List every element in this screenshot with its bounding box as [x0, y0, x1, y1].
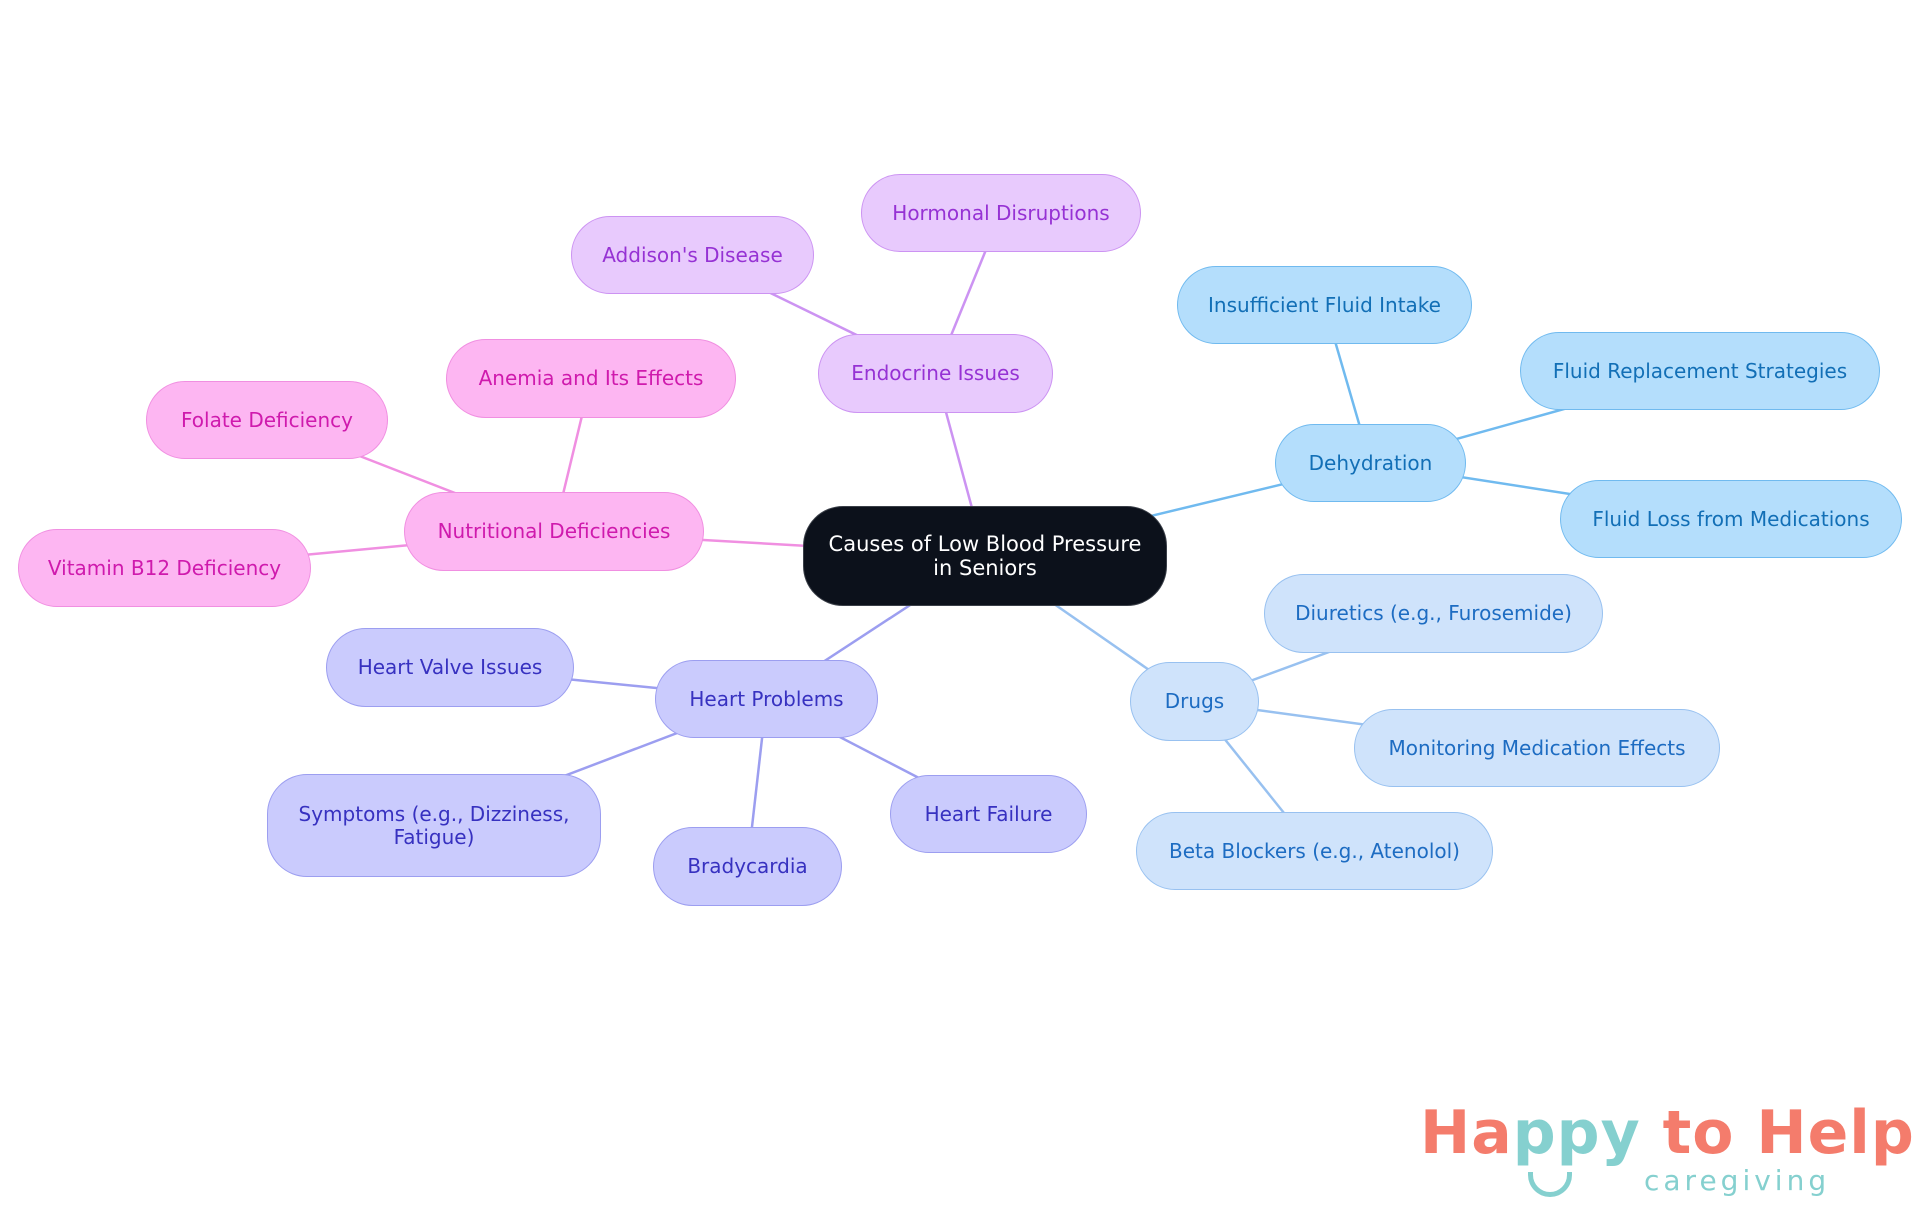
leaf-node[interactable]: Bradycardia	[653, 827, 842, 906]
leaf-node[interactable]: Insufficient Fluid Intake	[1177, 266, 1472, 344]
branch-node[interactable]: Nutritional Deficiencies	[404, 492, 704, 571]
happy-to-help-logo: Happy to Help caregiving	[1420, 1098, 1914, 1208]
branch-node[interactable]: Endocrine Issues	[818, 334, 1053, 413]
leaf-node[interactable]: Hormonal Disruptions	[861, 174, 1141, 252]
leaf-node[interactable]: Monitoring Medication Effects	[1354, 709, 1720, 787]
logo-text: ppy	[1512, 1098, 1641, 1168]
smile-icon	[1528, 1172, 1572, 1197]
leaf-node[interactable]: Beta Blockers (e.g., Atenolol)	[1136, 812, 1493, 890]
logo-text: Ha	[1420, 1098, 1513, 1168]
leaf-node[interactable]: Folate Deficiency	[146, 381, 388, 459]
leaf-node[interactable]: Heart Failure	[890, 775, 1087, 853]
branch-node[interactable]: Heart Problems	[655, 660, 878, 738]
leaf-node[interactable]: Diuretics (e.g., Furosemide)	[1264, 574, 1603, 653]
leaf-node[interactable]: Addison's Disease	[571, 216, 814, 294]
leaf-node[interactable]: Symptoms (e.g., Dizziness, Fatigue)	[267, 774, 601, 877]
logo-subtitle: caregiving	[1644, 1164, 1831, 1197]
leaf-node[interactable]: Fluid Replacement Strategies	[1520, 332, 1880, 410]
leaf-node[interactable]: Fluid Loss from Medications	[1560, 480, 1902, 558]
leaf-node[interactable]: Vitamin B12 Deficiency	[18, 529, 311, 607]
branch-node[interactable]: Dehydration	[1275, 424, 1466, 502]
branch-node[interactable]: Drugs	[1130, 662, 1259, 741]
leaf-node[interactable]: Heart Valve Issues	[326, 628, 574, 707]
leaf-node[interactable]: Anemia and Its Effects	[446, 339, 736, 418]
logo-text: to Help	[1640, 1098, 1915, 1168]
central-topic-node[interactable]: Causes of Low Blood Pressure in Seniors	[803, 506, 1167, 606]
